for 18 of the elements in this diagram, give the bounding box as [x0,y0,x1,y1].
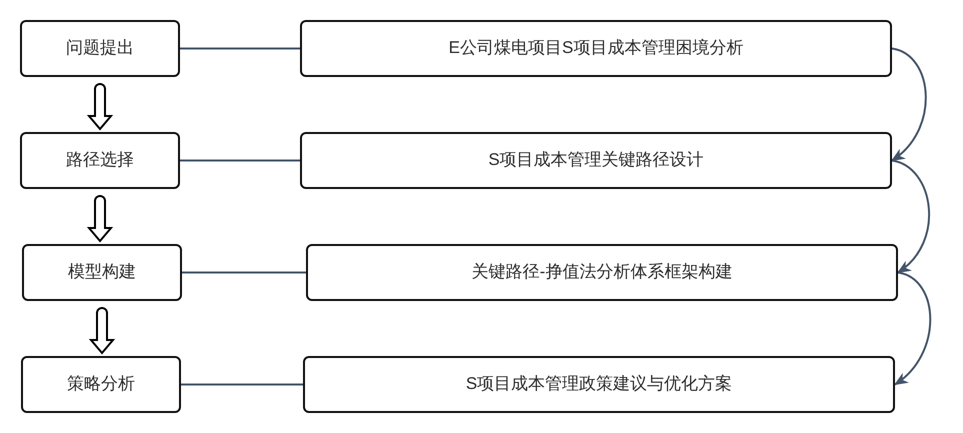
process-box: 模型构建 [22,244,182,301]
connector-line [181,384,303,386]
process-box: 关键路径-挣值法分析体系框架构建 [306,244,898,301]
process-box: S项目成本管理关键路径设计 [300,132,892,189]
connector-line [180,160,300,162]
connector-line [180,48,300,50]
arrow [891,48,927,162]
block-arrow [85,83,115,133]
process-box: 策略分析 [21,356,181,413]
arrow [894,272,932,386]
arrow [892,160,930,274]
block-arrow [87,307,117,357]
process-box: 路径选择 [20,132,180,189]
process-box: E公司煤电项目S项目成本管理困境分析 [300,20,892,77]
connector-line [182,272,306,274]
block-arrow [85,195,115,245]
process-box: 问题提出 [20,20,180,77]
process-box: S项目成本管理政策建议与优化方案 [303,356,895,413]
